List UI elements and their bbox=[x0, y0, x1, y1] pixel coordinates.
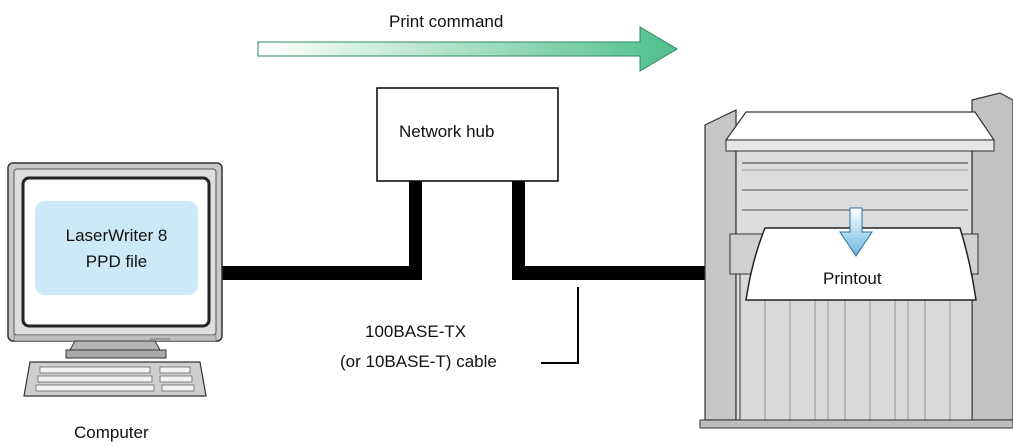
cable-hub-printer-horizontal bbox=[512, 266, 708, 280]
computer-label: Computer bbox=[74, 423, 149, 442]
screen-ppd-line1: LaserWriter 8 bbox=[65, 226, 168, 245]
print-command-arrow bbox=[257, 26, 678, 72]
cable-computer-hub-horizontal bbox=[222, 266, 422, 280]
cable-computer-hub-vertical bbox=[409, 181, 422, 280]
print-command-label: Print command bbox=[389, 12, 504, 31]
computer-illustration bbox=[7, 162, 223, 397]
printout-down-arrow bbox=[839, 207, 873, 257]
cable-label-line2: (or 10BASE-T) cable bbox=[340, 352, 497, 371]
cable-hub-printer-vertical bbox=[512, 181, 525, 280]
network-hub-box bbox=[376, 87, 559, 182]
screen-ppd-panel bbox=[35, 201, 198, 295]
printer-illustration bbox=[699, 92, 1013, 429]
cable-label-line1: 100BASE-TX bbox=[365, 322, 467, 341]
network-cables bbox=[222, 181, 708, 280]
network-hub-label: Network hub bbox=[399, 122, 495, 141]
keyboard-keys bbox=[35, 366, 195, 392]
cable-callout bbox=[541, 287, 579, 364]
screen-ppd-line2: PPD file bbox=[85, 252, 148, 271]
printout-sheet bbox=[745, 227, 977, 301]
printout-label: Printout bbox=[823, 269, 882, 288]
